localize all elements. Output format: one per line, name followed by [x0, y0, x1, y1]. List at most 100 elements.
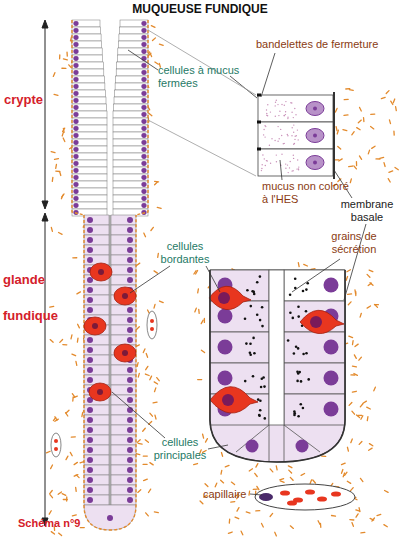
mucous-cell: [72, 111, 107, 118]
fiber: [335, 127, 337, 131]
fiber: [159, 44, 163, 45]
fiber: [386, 91, 389, 94]
nucleus: [97, 389, 103, 395]
fiber: [355, 292, 356, 296]
fiber: [322, 455, 326, 457]
fiber: [369, 270, 373, 272]
fiber: [352, 391, 356, 393]
nucleus: [127, 427, 133, 433]
secretion-granule: [302, 353, 305, 356]
chief-cell: [84, 405, 109, 415]
fiber: [63, 128, 65, 131]
fiber: [347, 447, 349, 451]
fiber: [335, 159, 339, 160]
fiber: [342, 463, 346, 465]
leader-line: [230, 76, 257, 98]
mucus-dot: [293, 158, 294, 159]
fiber: [367, 274, 370, 277]
fiber: [360, 478, 362, 481]
gland-cells: [51, 215, 157, 530]
mucus-dot: [276, 154, 277, 155]
fiber: [63, 138, 65, 142]
fiber: [74, 475, 78, 477]
mucus-dot: [292, 170, 293, 171]
fiber: [200, 501, 203, 504]
mucus-dot: [285, 114, 286, 115]
mucous-cell: [72, 27, 101, 34]
fiber: [80, 462, 84, 463]
mucous-cell: [72, 34, 101, 41]
fiber: [58, 492, 61, 494]
nucleus: [73, 56, 78, 61]
chief-cell: [111, 375, 136, 385]
mucous-cell: [113, 139, 148, 146]
fiber: [144, 233, 146, 237]
mucus-dot: [281, 135, 282, 136]
nucleus: [87, 437, 93, 443]
chief-cell: [111, 315, 136, 325]
mucus-dot: [266, 160, 267, 161]
leader-line: [292, 259, 340, 292]
secretion-granule: [261, 325, 264, 328]
mucous-cell: [258, 149, 333, 176]
fundic-gland: [72, 20, 148, 530]
fiber: [205, 484, 208, 487]
mucus-dot: [285, 111, 286, 112]
mucous-cell: [115, 83, 148, 90]
fiber: [352, 523, 353, 527]
red-blood-cell: [331, 491, 341, 496]
fiber: [204, 318, 205, 322]
mucus-dot: [287, 135, 288, 136]
mucus-dot: [267, 160, 268, 161]
nucleus: [127, 367, 133, 373]
fiber: [229, 519, 231, 523]
secretion-granule: [263, 385, 266, 388]
fiber: [157, 207, 161, 209]
mucus-dot: [266, 113, 267, 114]
fiber: [350, 519, 354, 521]
nucleus: [73, 28, 78, 33]
fiber: [66, 456, 68, 459]
mucus-dot: [276, 100, 277, 101]
chief-cell: [111, 325, 136, 335]
nucleus: [141, 154, 146, 159]
secretion-granule: [305, 352, 308, 355]
fiber: [381, 97, 385, 98]
chief-cell: [84, 425, 109, 435]
nucleus: [87, 237, 93, 243]
nucleus: [73, 154, 78, 159]
fiber: [151, 227, 153, 230]
nucleus: [127, 267, 133, 273]
fiber: [77, 338, 79, 342]
nucleus: [73, 112, 78, 117]
nucleus: [73, 21, 78, 26]
fiber: [347, 270, 350, 272]
chief-cell: [111, 475, 136, 485]
fiber: [61, 195, 63, 199]
fiber: [145, 440, 148, 442]
fiber: [391, 101, 393, 104]
cell-borders: [236, 425, 320, 462]
fiber: [374, 387, 376, 391]
fiber: [363, 401, 366, 403]
nucleus: [141, 126, 146, 131]
secretion-granule: [246, 289, 249, 292]
fiber: [351, 374, 355, 375]
red-blood-cell: [54, 439, 58, 443]
nucleus: [127, 277, 133, 283]
fiber: [349, 336, 353, 337]
fiber: [304, 264, 308, 266]
nucleus: [141, 28, 146, 33]
mucous-cell: [72, 188, 107, 195]
nucleus: [87, 457, 93, 463]
fiber: [137, 363, 139, 367]
mucous-cell: [72, 62, 103, 69]
nucleus: [127, 327, 133, 333]
fiber: [256, 464, 258, 467]
mucus-dot: [280, 129, 281, 130]
mucous-cell: [119, 27, 148, 34]
chief-cell: [84, 285, 109, 295]
nucleus: [73, 140, 78, 145]
nucleus: [87, 357, 93, 363]
gland-inset: [209, 270, 345, 462]
